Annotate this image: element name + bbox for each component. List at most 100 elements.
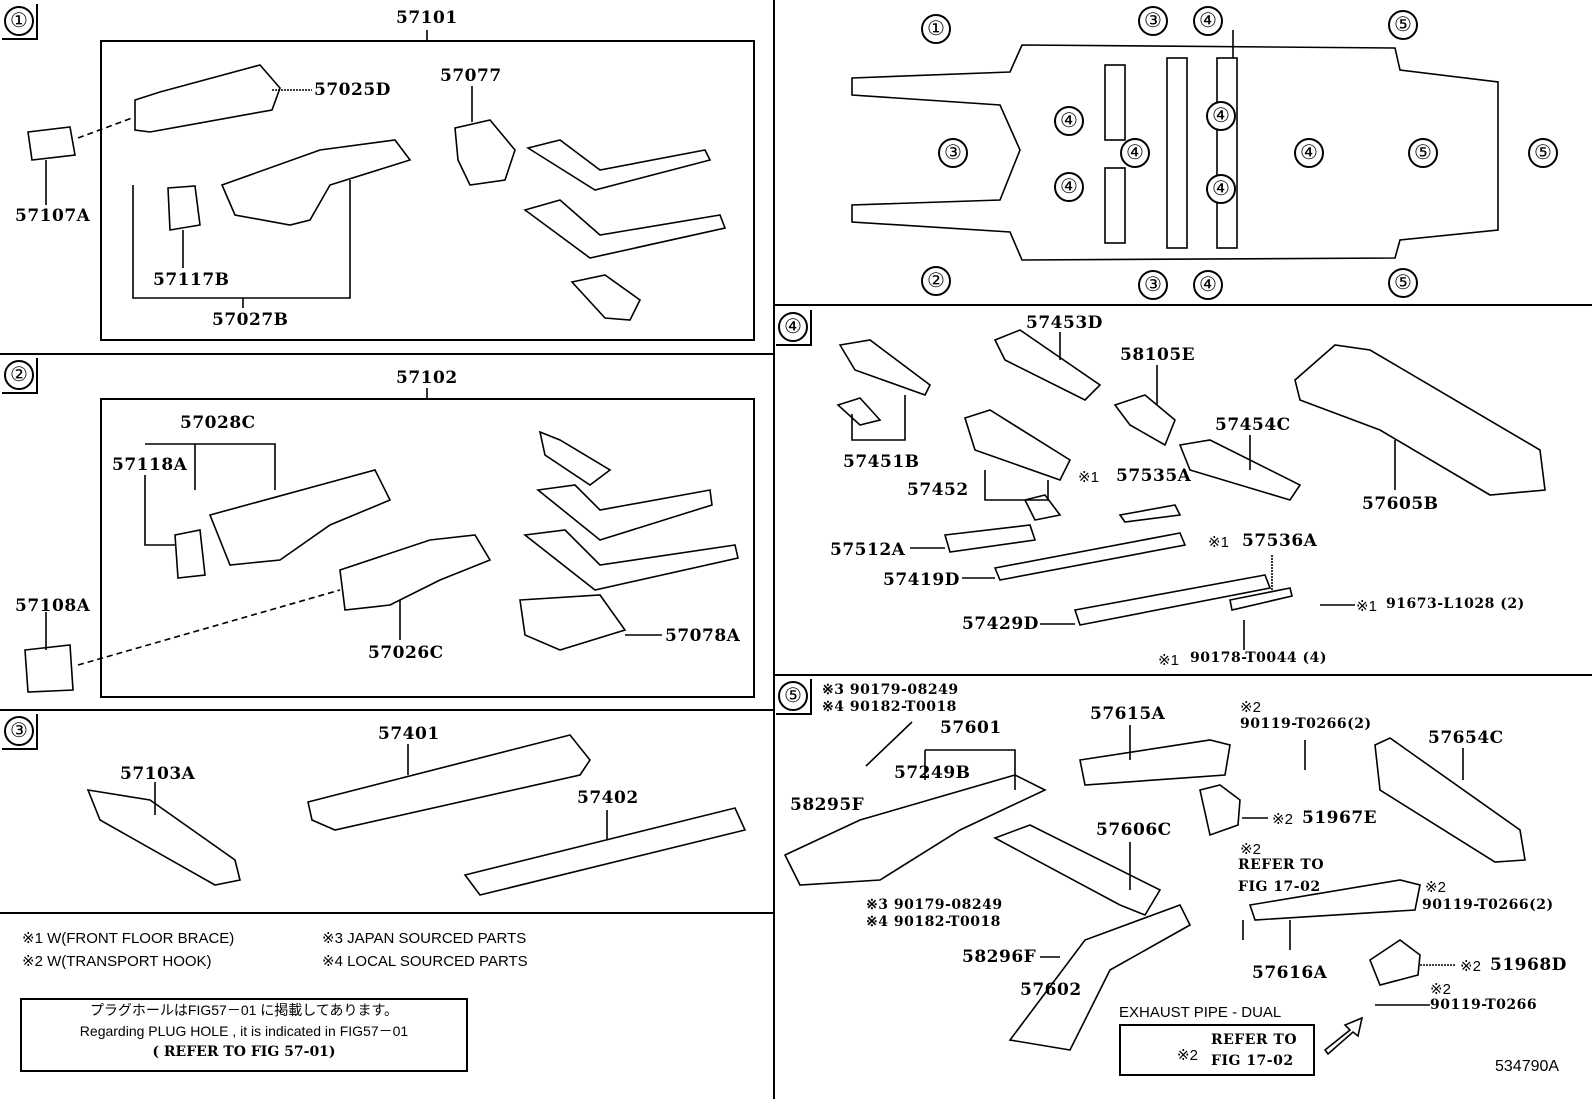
label-57028C: 57028C <box>180 413 256 433</box>
overview-marker-4-c: ④ <box>1206 101 1236 131</box>
part-57602 <box>1008 904 1192 1051</box>
bracket-57601 <box>925 749 1016 790</box>
refer1-line1: REFER TO <box>1238 857 1325 873</box>
label-57118A: 57118A <box>112 455 188 475</box>
exhaust-refer-line1: REFER TO <box>1211 1032 1298 1048</box>
part-bracket-2 <box>538 430 612 486</box>
label-57615A: 57615A <box>1090 704 1166 724</box>
bolt1-label: 90119-T0266(2) <box>1240 716 1372 732</box>
assembly-57101-frame <box>100 40 755 341</box>
label-57117B: 57117B <box>153 270 230 290</box>
label-58105E: 58105E <box>1120 345 1196 365</box>
arrow-icon <box>1323 1016 1364 1056</box>
label-57108A: 57108A <box>15 596 91 616</box>
label-57027B: 57027B <box>212 310 289 330</box>
note-90179-top: ※3 90179-08249 <box>822 682 959 698</box>
note-90182-mid: ※4 90182-T0018 <box>866 914 1001 930</box>
label-91673-L1028: 91673-L1028 (2) <box>1386 596 1525 612</box>
part-57454C <box>1178 439 1302 501</box>
label-58296F: 58296F <box>962 947 1037 967</box>
label-57451B: 57451B <box>843 452 920 472</box>
mark-51967E: ※2 <box>1272 811 1293 828</box>
part-57077 <box>454 119 516 186</box>
bolt3-label: 90119-T0266 <box>1430 997 1538 1013</box>
overview-marker-4-f: ④ <box>1054 172 1084 202</box>
label-57025D: 57025D <box>314 80 391 100</box>
overview-marker-4-a: ④ <box>1193 6 1223 36</box>
divider-4-5 <box>774 674 1592 676</box>
mark-57535A: ※1 <box>1078 469 1099 486</box>
label-57452: 57452 <box>907 480 969 500</box>
overview-marker-4-e: ④ <box>1294 138 1324 168</box>
label-57249B: 57249B <box>894 763 971 783</box>
plug-note-ref: ( REFER TO FIG 57-01) <box>152 1044 336 1060</box>
part-lower-rail-1 <box>523 199 727 259</box>
label-58295F: 58295F <box>790 795 865 815</box>
section-4-marker: ④ <box>776 310 812 346</box>
label-57606C: 57606C <box>1096 820 1172 840</box>
dash-57108A <box>77 589 341 666</box>
figure-id: 534790A <box>1495 1058 1560 1075</box>
section-5-marker: ⑤ <box>776 679 812 715</box>
label-57616A: 57616A <box>1252 963 1328 983</box>
vertical-divider <box>773 0 775 1099</box>
part-57601 <box>783 774 1047 886</box>
plug-note-jp: プラグホールはFIG57－01 に掲載してあります。 <box>89 1002 399 1018</box>
exhaust-refer-box: ※2 REFER TO FIG 17-02 <box>1119 1024 1315 1076</box>
part-57402 <box>463 807 747 896</box>
legend-note-3: ※3 JAPAN SOURCED PARTS <box>322 930 527 947</box>
label-51968D: 51968D <box>1490 955 1567 975</box>
bolt3-mark: ※2 <box>1430 981 1451 998</box>
refer1-line2: FIG 17-02 <box>1238 879 1321 895</box>
overview-marker-4-d: ④ <box>1120 138 1150 168</box>
divider-3-legend <box>0 912 774 914</box>
part-57451B-upper <box>838 339 932 396</box>
exhaust-refer-line2: FIG 17-02 <box>1211 1053 1294 1069</box>
exhaust-mark: ※2 <box>1177 1047 1198 1064</box>
mark-90178: ※1 <box>1158 652 1179 669</box>
legend-note-1: ※1 W(FRONT FLOOR BRACE) <box>22 930 235 947</box>
bolt2-mark: ※2 <box>1425 879 1446 896</box>
label-57401: 57401 <box>378 724 440 744</box>
divider-overview-4 <box>774 304 1592 306</box>
part-57026C <box>339 534 492 611</box>
label-57102: 57102 <box>396 368 458 388</box>
note-90182-top: ※4 90182-T0018 <box>822 699 957 715</box>
exhaust-label: EXHAUST PIPE - DUAL <box>1119 1004 1282 1021</box>
label-51967E: 51967E <box>1302 808 1378 828</box>
label-57602: 57602 <box>1020 980 1082 1000</box>
label-90178-T0044: 90178-T0044 (4) <box>1190 650 1327 666</box>
leader-57118A <box>144 475 175 546</box>
part-upper-rail-1 <box>525 139 712 191</box>
assembly-57102-frame <box>100 398 755 698</box>
part-57536A <box>1229 587 1293 611</box>
overview-marker-2: ② <box>921 266 951 296</box>
overview-marker-3-bottom: ③ <box>1138 270 1168 300</box>
overview-marker-3-top: ③ <box>1138 6 1168 36</box>
overview-crossmember-d <box>1216 57 1238 249</box>
legend-note-2: ※2 W(TRANSPORT HOOK) <box>22 953 212 970</box>
label-57536A: 57536A <box>1242 531 1318 551</box>
divider-1-2 <box>0 353 774 355</box>
part-57027B <box>220 139 412 226</box>
overview-frame-outline <box>851 44 1499 261</box>
overview-marker-4-h: ④ <box>1193 270 1223 300</box>
part-57616A <box>1248 879 1421 921</box>
section-3-marker: ③ <box>2 714 38 750</box>
label-57402: 57402 <box>577 788 639 808</box>
section-1-marker: ① <box>2 4 38 40</box>
part-51968D-bracket <box>1369 939 1421 986</box>
section-2-marker: ② <box>2 358 38 394</box>
label-57605B: 57605B <box>1362 494 1439 514</box>
mark-51968D: ※2 <box>1460 958 1481 975</box>
part-57606C <box>993 824 1162 916</box>
part-57452 <box>963 409 1072 481</box>
part-51967E-bracket <box>1199 784 1241 837</box>
part-lower-rail-2 <box>522 529 739 591</box>
part-57078A <box>519 594 627 651</box>
label-57026C: 57026C <box>368 643 444 663</box>
label-57078A: 57078A <box>665 626 741 646</box>
part-57605B <box>1294 344 1546 496</box>
label-57654C: 57654C <box>1428 728 1504 748</box>
